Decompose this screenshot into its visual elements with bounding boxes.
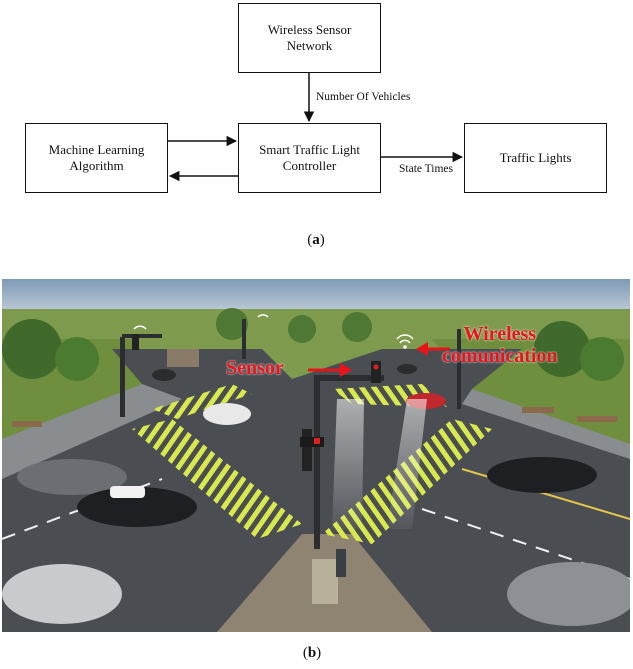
sensor-annotation: Sensor <box>226 357 284 379</box>
box-label-line: Smart Traffic Light <box>259 142 360 157</box>
caption-letter: b <box>307 645 317 661</box>
box-label-line: Traffic Lights <box>499 150 572 165</box>
caption-letter: a <box>312 232 320 248</box>
diagram-arrows <box>168 73 464 182</box>
caption-b: (b) <box>302 645 322 661</box>
box-label-line: Algorithm <box>69 158 124 173</box>
box-label-line: Network <box>286 38 333 53</box>
edge-label-state-times: State Times <box>399 163 454 175</box>
intersection-scene-image: Sensor Wireless comunication <box>2 279 630 632</box>
controller-box: Smart Traffic Light Controller <box>238 123 381 193</box>
wireless-sensor-network-box: Wireless Sensor Network <box>238 3 381 73</box>
machine-learning-box: Machine Learning Algorithm <box>25 123 168 193</box>
box-label-line: Controller <box>282 158 337 173</box>
wireless-annotation-line: comunication <box>442 345 558 367</box>
caption-a: (a) <box>307 232 325 248</box>
traffic-lights-box: Traffic Lights <box>464 123 607 193</box>
wireless-annotation: Wireless comunication <box>442 323 558 367</box>
box-label-line: Machine Learning <box>48 142 145 157</box>
box-label-line: Wireless Sensor <box>267 22 352 37</box>
edge-label-number-of-vehicles: Number Of Vehicles <box>316 91 411 103</box>
intersection-illustration <box>2 279 630 632</box>
wireless-annotation-line: Wireless <box>463 323 537 345</box>
